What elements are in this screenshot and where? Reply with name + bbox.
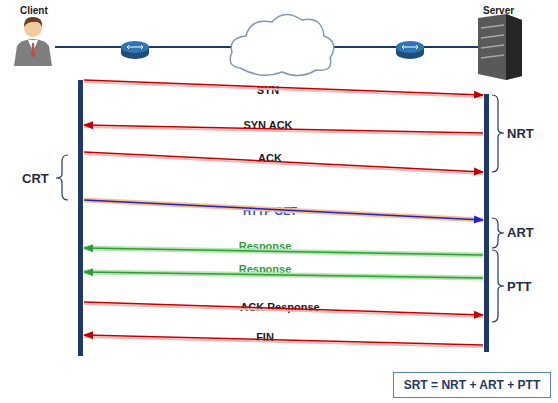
client-timeline (78, 80, 83, 356)
message-arrow (84, 200, 483, 220)
message-label: ACK Response (240, 301, 319, 313)
message-label: Response (239, 240, 292, 252)
message-label: SYN ACK (243, 119, 292, 131)
server-slots (481, 25, 504, 58)
router-top (396, 41, 424, 53)
router-arrows (127, 45, 143, 49)
connector-shadow (84, 82, 483, 97)
connector-shadow (84, 200, 483, 220)
person-hair (24, 17, 42, 27)
message-label: FIN (256, 331, 274, 343)
connector-shadow (84, 127, 483, 135)
bracket (492, 95, 504, 172)
message-arrow (84, 80, 483, 95)
server-timeline (484, 94, 489, 352)
bracket (492, 218, 504, 248)
message-arrow (84, 272, 483, 278)
connector-shadow (84, 272, 483, 278)
server-body (478, 14, 522, 80)
person-body (14, 39, 52, 66)
person-tie (31, 43, 35, 58)
message-arrow (84, 125, 483, 133)
endpoint-name: Server (483, 5, 547, 16)
message-arrow (84, 302, 483, 315)
bracket (56, 155, 68, 200)
interval-label: NRT (507, 126, 534, 141)
network-cloud (230, 14, 334, 75)
server-front (506, 14, 522, 80)
router-arrows (402, 45, 418, 49)
message-arrow (84, 335, 483, 345)
formula-text: SRT = NRT + ART + PTT (396, 378, 548, 392)
interval-label: CRT (22, 171, 49, 186)
connector-shadow (84, 154, 483, 174)
connector-shadow (84, 337, 483, 347)
message-arrow (84, 248, 483, 255)
endpoint-name: Client (20, 5, 84, 16)
message-label: HTTP GET (243, 205, 297, 217)
message-label: Response (239, 263, 292, 275)
message-label: SYN (257, 84, 280, 96)
connector-shadow (84, 248, 483, 255)
bracket (492, 250, 504, 322)
connector-shadow (84, 304, 483, 317)
endpoint-node: Server (483, 2, 547, 357)
formula-box: SRT = NRT + ART + PTT (393, 372, 551, 398)
interval-label: PTT (507, 279, 532, 294)
message-label: ACK (258, 152, 282, 164)
router-top (121, 41, 149, 53)
interval-label: ART (507, 225, 534, 240)
message-arrow (84, 152, 483, 172)
